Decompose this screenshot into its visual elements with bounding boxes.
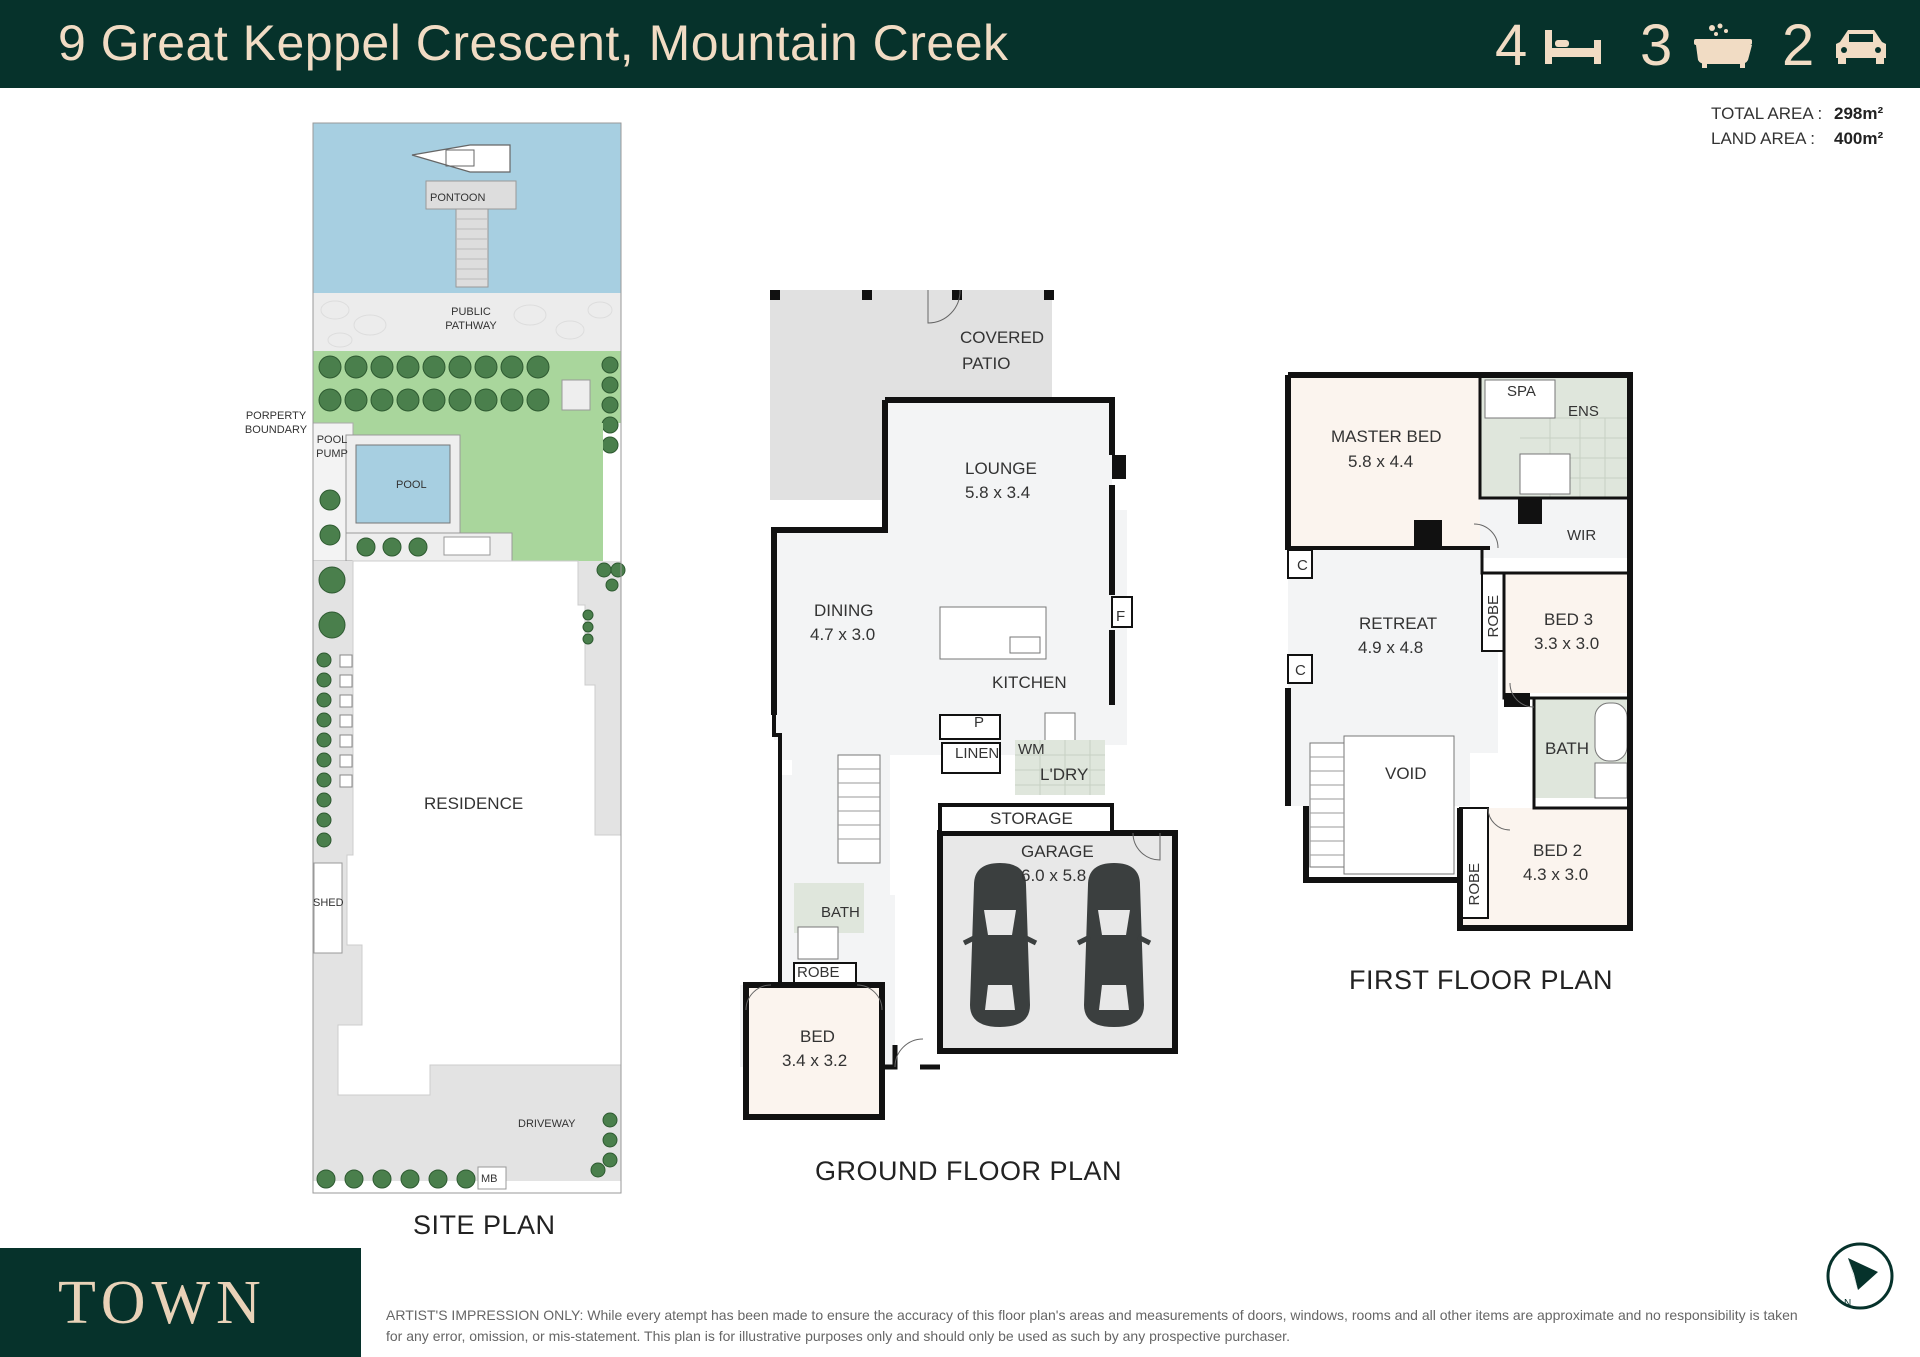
linen-label: LINEN bbox=[955, 745, 1000, 762]
retreat-dimensions: 4.9 x 4.8 bbox=[1358, 638, 1424, 657]
closet-1-label: C bbox=[1297, 557, 1308, 574]
kitchen-label: KITCHEN bbox=[992, 673, 1067, 692]
ground-robe-label: ROBE bbox=[797, 964, 840, 981]
master-bed-dimensions: 5.8 x 4.4 bbox=[1348, 452, 1414, 471]
bed-2-label: BED 2 bbox=[1533, 841, 1583, 860]
footer-logo-panel bbox=[0, 1248, 361, 1357]
ground-floor-title: GROUND FLOOR PLAN bbox=[815, 1156, 1123, 1186]
ground-floor-drawing bbox=[740, 289, 1178, 1120]
covered-patio-label: COVERED bbox=[960, 328, 1045, 347]
boat-icon bbox=[411, 144, 511, 173]
covered-patio-label-2: PATIO bbox=[962, 354, 1011, 373]
car-icon bbox=[1836, 30, 1886, 64]
bathroom-count: 3 bbox=[1640, 13, 1673, 78]
disclaimer-text: ARTIST'S IMPRESSION ONLY: While every at… bbox=[386, 1307, 1798, 1344]
master-bed-label: MASTER BED bbox=[1331, 427, 1442, 446]
property-boundary-label: PORPERTY BOUNDARY bbox=[244, 410, 308, 436]
total-area-value: 298m² bbox=[1834, 104, 1884, 123]
robe-1-label: ROBE bbox=[1485, 595, 1502, 638]
lounge-dimensions: 5.8 x 3.4 bbox=[965, 483, 1031, 502]
closet-2-label: C bbox=[1295, 662, 1306, 679]
driveway-label: DRIVEWAY bbox=[518, 1118, 576, 1130]
ensuite-label: ENS bbox=[1568, 403, 1599, 420]
first-floor-drawing bbox=[1285, 372, 1633, 931]
pool-label: POOL bbox=[396, 479, 427, 491]
spa-label: SPA bbox=[1507, 383, 1536, 400]
dining-dimensions: 4.7 x 3.0 bbox=[810, 625, 876, 644]
bathtub-icon bbox=[1694, 23, 1752, 68]
town-logo: TOWN bbox=[58, 1269, 267, 1337]
car-count: 2 bbox=[1782, 13, 1815, 78]
dining-label: DINING bbox=[814, 601, 874, 620]
storage-label: STORAGE bbox=[990, 809, 1073, 828]
void-label: VOID bbox=[1385, 764, 1427, 783]
public-pathway-label: PUBLIC PATHWAY bbox=[445, 306, 497, 332]
first-floor-title: FIRST FLOOR PLAN bbox=[1349, 965, 1614, 995]
total-area-label: TOTAL AREA : bbox=[1711, 104, 1823, 123]
pontoon-label: PONTOON bbox=[430, 192, 486, 204]
bed-3-dimensions: 3.3 x 3.0 bbox=[1534, 634, 1600, 653]
first-bath-label: BATH bbox=[1545, 739, 1590, 758]
property-address: 9 Great Keppel Crescent, Mountain Creek bbox=[58, 15, 1009, 71]
ground-bed-dimensions: 3.4 x 3.2 bbox=[782, 1051, 848, 1070]
shed-label: SHED bbox=[313, 897, 344, 909]
site-plan-title: SITE PLAN bbox=[413, 1210, 556, 1240]
ground-bath-label: BATH bbox=[821, 904, 860, 921]
pool-pump-label: POOL PUMP bbox=[316, 434, 348, 460]
bed-2-dimensions: 4.3 x 3.0 bbox=[1523, 865, 1589, 884]
land-area-label: LAND AREA : bbox=[1711, 129, 1815, 148]
garage-label: GARAGE bbox=[1021, 842, 1094, 861]
site-plan-drawing bbox=[312, 122, 626, 1194]
bedroom-count: 4 bbox=[1495, 13, 1528, 78]
pantry-label: P bbox=[974, 714, 985, 731]
lounge-label: LOUNGE bbox=[965, 459, 1037, 478]
robe-2-label: ROBE bbox=[1466, 863, 1483, 906]
wir-label: WIR bbox=[1567, 527, 1597, 544]
laundry-label: L'DRY bbox=[1040, 765, 1089, 784]
north-compass-icon: N bbox=[1826, 1242, 1894, 1310]
bed-icon bbox=[1545, 30, 1601, 64]
garage-dimensions: 6.0 x 5.8 bbox=[1021, 866, 1087, 885]
svg-text:N: N bbox=[1844, 1298, 1851, 1309]
bed-3-label: BED 3 bbox=[1544, 610, 1594, 629]
retreat-label: RETREAT bbox=[1359, 614, 1438, 633]
fridge-label: F bbox=[1116, 608, 1126, 625]
land-area-value: 400m² bbox=[1834, 129, 1884, 148]
residence-label: RESIDENCE bbox=[424, 794, 524, 813]
ground-bed-label: BED bbox=[800, 1027, 835, 1046]
wm-label: WM bbox=[1018, 741, 1045, 758]
mb-label: MB bbox=[481, 1173, 498, 1185]
